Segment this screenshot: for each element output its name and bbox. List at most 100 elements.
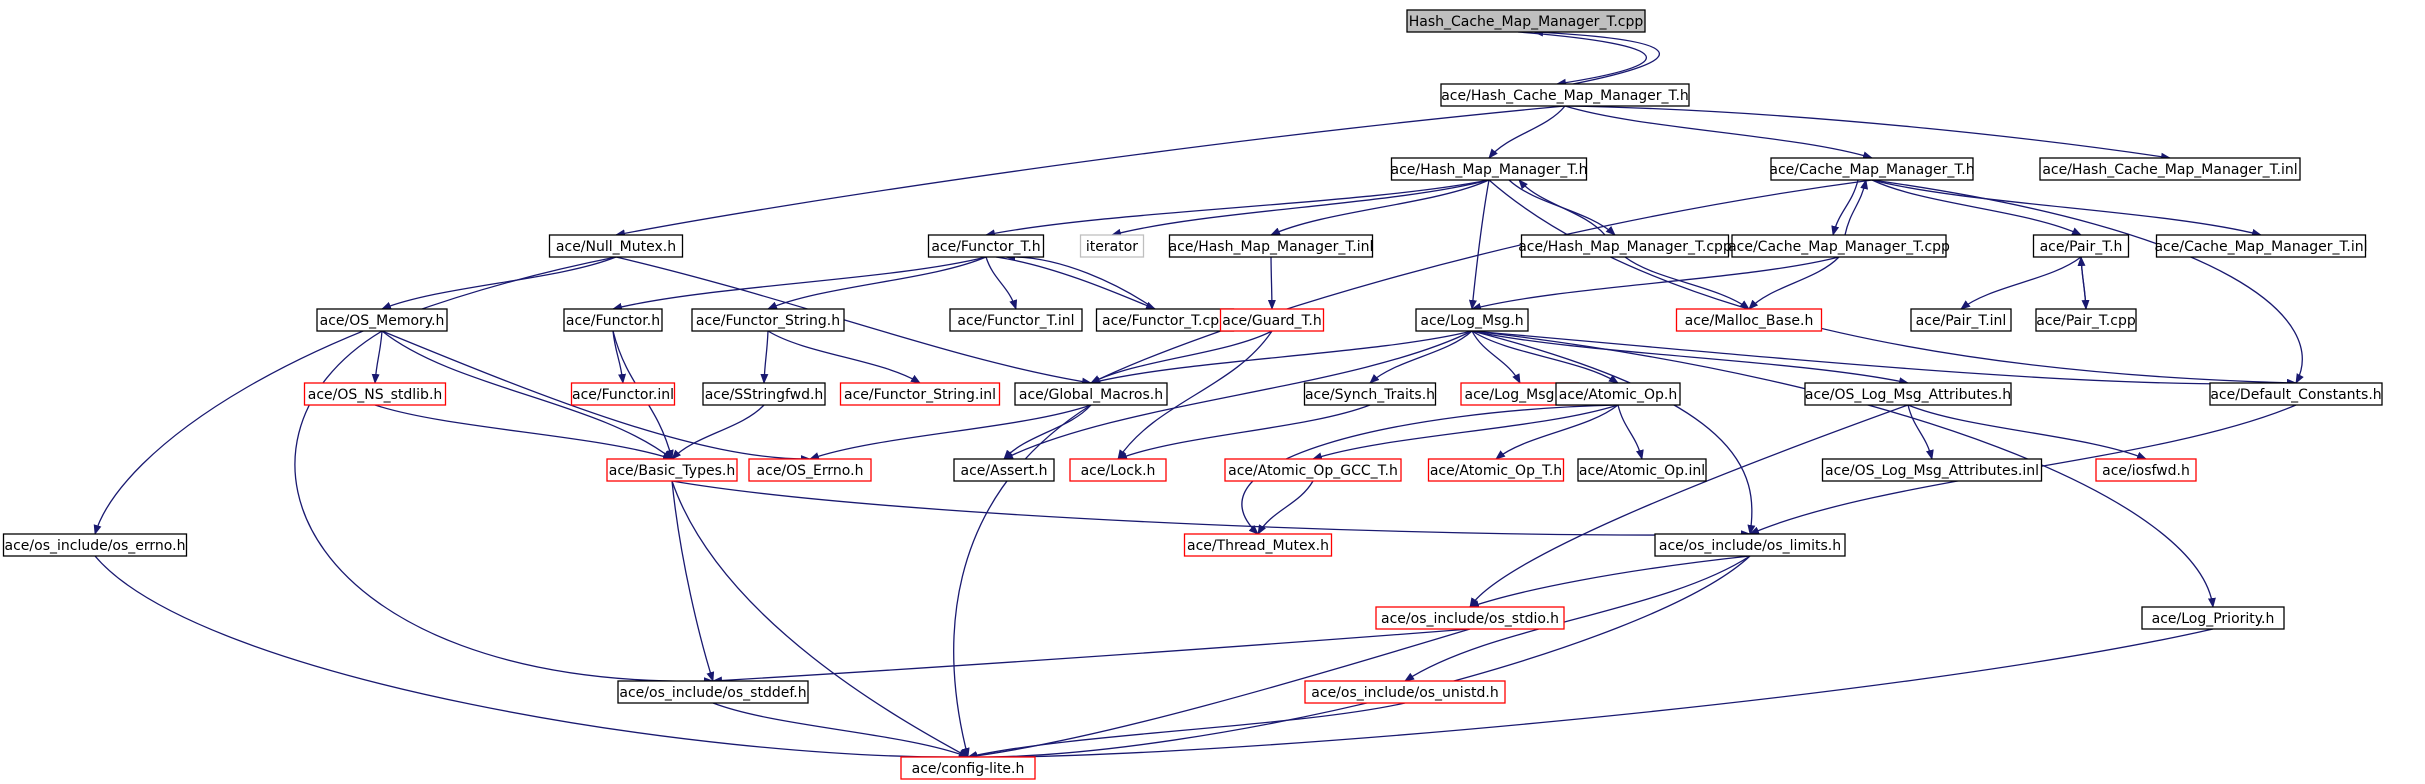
node-label: ace/Cache_Map_Manager_T.inl [2154,239,2367,255]
edge-functor_t_h-to-functor_t_cpp [995,256,1156,310]
node-malloc-base[interactable]: ace/Malloc_Base.h [1675,308,1823,332]
node-os-log-msg-attr[interactable]: ace/OS_Log_Msg_Attributes.h [1804,382,2012,406]
node-box [1390,157,1588,181]
node-os-include-errno[interactable]: ace/os_include/os_errno.h [2,533,188,557]
dependency-edge [1471,330,1756,535]
dependency-edge [1471,330,2216,608]
node-box [2,533,188,557]
node-label: ace/Lock.h [1081,463,1156,479]
node-synch-traits[interactable]: ace/Synch_Traits.h [1303,382,1437,406]
dependency-edge [371,330,383,384]
edge-atomic_op_h-to-atomic_op_t [1495,404,1619,460]
edge-functor_string_h-to-sstringfwd [760,330,769,384]
node-config-lite[interactable]: ace/config-lite.h [900,756,1036,780]
node-box [1069,458,1167,482]
node-label: ace/Functor.h [566,313,660,329]
node-os-limits[interactable]: ace/os_include/os_limits.h [1654,533,1846,557]
node-functor-t-inl[interactable]: ace/Functor_T.inl [949,308,1083,332]
dependency-edge [967,628,2214,762]
edge-log_msg-to-default_constants [1471,330,2297,388]
node-pair-cpp[interactable]: ace/Pair_T.cpp [2035,308,2137,332]
edge-hmm_h-to-default_constants [1488,179,2297,387]
node-functor-h[interactable]: ace/Functor.h [563,308,663,332]
node-atomic-op-gcc[interactable]: ace/Atomic_Op_GCC_T.h [1224,458,1402,482]
node-guard-t[interactable]: ace/Guard_T.h [1219,308,1325,332]
dependency-edge [1117,404,1371,460]
node-cmm-inl[interactable]: ace/Cache_Map_Manager_T.inl [2154,234,2368,258]
dependency-edge [1844,179,1869,236]
node-pair-inl[interactable]: ace/Pair_T.inl [1910,308,2012,332]
dependency-edge [1907,404,1934,460]
node-default-constants[interactable]: ace/Default_Constants.h [2209,382,2383,406]
node-assert-h[interactable]: ace/Assert.h [953,458,1055,482]
node-basic-types[interactable]: ace/Basic_Types.h [606,458,738,482]
edge-os_stddef-to-config_lite [712,702,969,758]
node-hmm-inl[interactable]: ace/Hash_Map_Manager_T.inl [1169,234,1374,258]
edge-synch_traits-to-lock_h [1117,404,1371,460]
node-atomic-op-t[interactable]: ace/Atomic_Op_T.h [1427,458,1565,482]
node-functor-inl[interactable]: ace/Functor.inl [570,382,676,406]
node-thread-mutex[interactable]: ace/Thread_Mutex.h [1183,533,1333,557]
node-cmm-cpp[interactable]: ace/Cache_Map_Manager_T.cpp [1728,234,1950,258]
node-cmm-h[interactable]: ace/Cache_Map_Manager_T.h [1769,157,1975,181]
node-functor-t-cpp[interactable]: ace/Functor_T.cpp [1095,308,1235,332]
dependency-edge [1488,105,1566,159]
node-hmm-cpp[interactable]: ace/Hash_Map_Manager_T.cpp [1518,234,1732,258]
node-os-errno[interactable]: ace/OS_Errno.h [748,458,872,482]
node-box [1183,533,1333,557]
node-label: ace/Log_Priority.h [2152,611,2275,627]
node-label: ace/Atomic_Op_GCC_T.h [1228,463,1398,479]
node-box [949,308,1083,332]
node-label: ace/os_include/os_stdio.h [1381,611,1559,627]
dependency-edge [1564,105,2171,161]
node-functor-t-h[interactable]: ace/Functor_T.h [927,234,1045,258]
edge-functor_t_cpp-to-functor_t_h [1005,252,1156,310]
node-box [1577,458,1707,482]
dependency-edge [1960,256,2082,310]
edge-hcmm_h-to-hmm_h [1488,105,1566,159]
node-atomic-op-inl[interactable]: ace/Atomic_Op.inl [1577,458,1707,482]
node-label: ace/Pair_T.inl [1916,313,2007,329]
node-label: ace/iosfwd.h [2102,463,2190,479]
node-label: ace/Atomic_Op.inl [1579,463,1705,479]
node-log-msg-inl[interactable]: ace/Log_Msg.inl [1460,382,1580,406]
node-functor-string-h[interactable]: ace/Functor_String.h [691,308,845,332]
node-label: ace/Functor.inl [572,387,674,403]
node-box [1224,458,1402,482]
node-os-ns-stdlib[interactable]: ace/OS_NS_stdlib.h [303,382,447,406]
edge-hmm_h-to-iterator [1111,179,1490,237]
edge-null_mutex-to-os_include_errno [93,256,617,535]
node-os-log-msg-attr-inl[interactable]: ace/OS_Log_Msg_Attributes.inl [1821,458,2043,482]
node-label: iterator [1086,239,1138,255]
node-label: ace/Thread_Mutex.h [1187,538,1329,554]
node-iosfwd[interactable]: ace/iosfwd.h [2095,458,2197,482]
node-label: Hash_Cache_Map_Manager_T.cpp [1409,14,1644,30]
dependency-edge [1471,256,1840,311]
node-null-mutex[interactable]: ace/Null_Mutex.h [548,234,684,258]
node-box [2209,382,2383,406]
node-os-memory[interactable]: ace/OS_Memory.h [316,308,448,332]
dependency-edge [1241,404,1619,535]
node-pair-h[interactable]: ace/Pair_T.h [2032,234,2130,258]
node-hcmm-h[interactable]: ace/Hash_Cache_Map_Manager_T.h [1440,83,1690,107]
node-atomic-op-h[interactable]: ace/Atomic_Op.h [1555,382,1681,406]
node-global-macros[interactable]: ace/Global_Macros.h [1014,382,1168,406]
node-hmm-h[interactable]: ace/Hash_Map_Manager_T.h [1390,157,1588,181]
node-os-stdio[interactable]: ace/os_include/os_stdio.h [1375,606,1565,630]
node-label: ace/Hash_Map_Manager_T.inl [1169,239,1374,255]
edge-log_msg-to-global_macros [1090,330,1473,385]
node-hcmm-inl[interactable]: ace/Hash_Cache_Map_Manager_T.inl [2039,157,2301,181]
node-functor-string-inl[interactable]: ace/Functor_String.inl [839,382,1001,406]
node-os-stddef[interactable]: ace/os_include/os_stddef.h [617,680,809,704]
node-box [1375,606,1565,630]
node-box [1654,533,1846,557]
node-os-unistd[interactable]: ace/os_include/os_unistd.h [1304,680,1506,704]
edge-log_priority-to-config_lite [967,628,2214,762]
node-sstringfwd[interactable]: ace/SStringfwd.h [702,382,826,406]
node-log-priority[interactable]: ace/Log_Priority.h [2141,606,2285,630]
dependency-edge [1471,330,1619,384]
node-lock-h[interactable]: ace/Lock.h [1069,458,1167,482]
node-log-msg[interactable]: ace/Log_Msg.h [1415,308,1529,332]
dependency-edge [760,330,769,384]
